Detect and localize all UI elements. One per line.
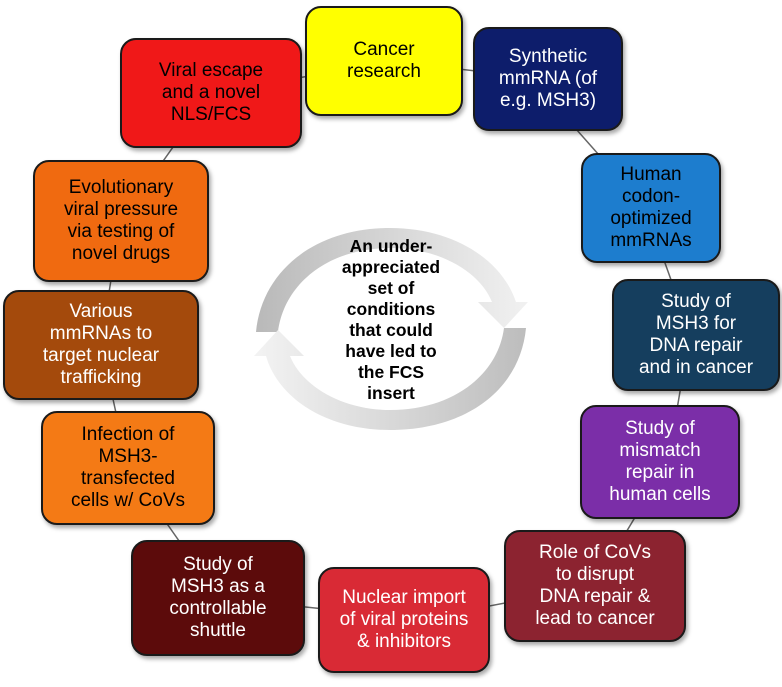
node-study-msh3-dna-repair: Study of MSH3 for DNA repair and in canc… [612, 279, 780, 391]
node-various-mmrnas: Various mmRNAs to target nuclear traffic… [3, 290, 199, 400]
node-evolutionary-pressure: Evolutionary viral pressure via testing … [33, 160, 209, 282]
cycle-arrows [254, 228, 528, 430]
node-human-codon-optimized: Human codon- optimized mmRNAs [581, 153, 721, 263]
node-infection-msh3-cells: Infection of MSH3- transfected cells w/ … [41, 411, 215, 525]
node-viral-escape: Viral escape and a novel NLS/FCS [120, 38, 302, 148]
node-study-msh3-shuttle: Study of MSH3 as a controllable shuttle [131, 540, 305, 656]
cycle-arrow-bottom-icon [254, 328, 526, 430]
center-caption: An under- appreciated set of conditions … [341, 236, 441, 403]
node-cancer-research: Cancer research [305, 6, 463, 116]
node-role-of-covs: Role of CoVs to disrupt DNA repair & lea… [504, 530, 686, 642]
cycle-arrow-top-icon [256, 228, 528, 332]
node-synthetic-mmrna: Synthetic mmRNA (of e.g. MSH3) [473, 27, 623, 131]
node-study-mismatch-repair: Study of mismatch repair in human cells [580, 405, 740, 519]
node-nuclear-import: Nuclear import of viral proteins & inhib… [318, 567, 490, 673]
